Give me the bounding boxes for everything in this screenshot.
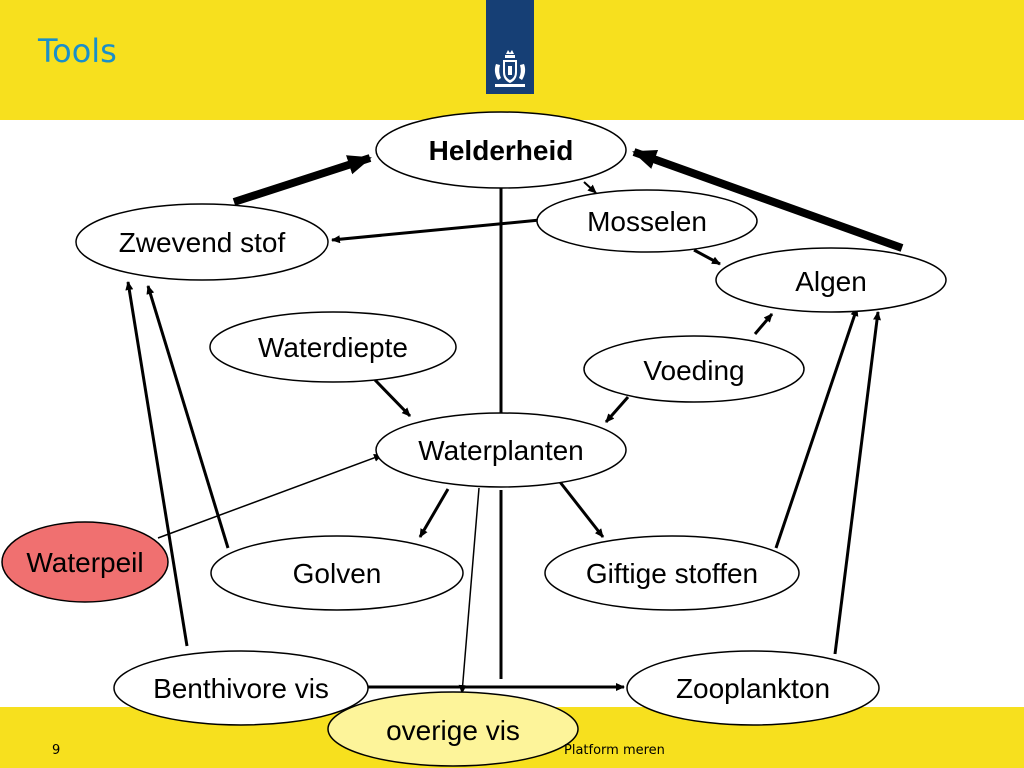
node-voeding-label: Voeding [643, 355, 744, 386]
node-waterpeil: Waterpeil [1, 521, 169, 603]
node-giftige-stoffen: Giftige stoffen [544, 535, 800, 611]
logo [486, 0, 534, 94]
coat-of-arms-icon [494, 50, 526, 87]
edge-waterplanten-golven [418, 488, 450, 538]
node-benthivore-vis: Benthivore vis [113, 650, 369, 726]
edge-golven-zwevend [146, 285, 230, 549]
node-algen: Algen [715, 247, 947, 313]
node-zooplankton-label: Zooplankton [676, 673, 830, 704]
node-giftige-stoffen-label: Giftige stoffen [586, 558, 758, 589]
node-mosselen: Mosselen [536, 189, 758, 253]
node-waterpeil-label: Waterpeil [26, 547, 143, 578]
edge-voeding-algen [753, 313, 774, 335]
edge-voeding-waterplanten [604, 396, 630, 423]
node-golven: Golven [210, 535, 464, 611]
node-mosselen-label: Mosselen [587, 206, 707, 237]
edge-helderheid-mosselen [583, 181, 597, 194]
node-helderheid: Helderheid [375, 111, 627, 189]
node-helderheid-label: Helderheid [429, 135, 574, 166]
node-voeding: Voeding [583, 335, 805, 403]
page-title: Tools [38, 32, 117, 70]
edge-waterpeil-waterplanten [157, 454, 383, 539]
node-benthivore-vis-label: Benthivore vis [153, 673, 329, 704]
edge-waterplanten-giftige [558, 481, 605, 538]
node-waterdiepte-label: Waterdiepte [258, 332, 408, 363]
edge-mosselen-algen [693, 248, 721, 266]
node-zooplankton: Zooplankton [626, 650, 880, 726]
edge-benthivore-zwevend [125, 281, 189, 647]
edge-zooplankton-algen [833, 311, 881, 655]
node-zwevend-stof-label: Zwevend stof [119, 227, 286, 258]
edge-mosselen-zwevend [331, 218, 541, 244]
node-algen-label: Algen [795, 266, 867, 297]
node-waterplanten: Waterplanten [375, 412, 627, 488]
footer-label: Platform meren [564, 743, 665, 758]
edge-zwevend-helderheid [232, 154, 372, 206]
slide-number: 9 [52, 743, 61, 758]
node-overige-vis-label: overige vis [386, 715, 520, 746]
edge-waterplanten-overige [458, 487, 480, 694]
edge-waterdiepte-waterplanten [373, 378, 412, 418]
edge-giftige-algen [774, 307, 859, 549]
node-golven-label: Golven [293, 558, 382, 589]
edges [125, 148, 904, 694]
node-waterplanten-label: Waterplanten [418, 435, 584, 466]
node-overige-vis: overige vis [327, 691, 579, 767]
edge-algen-helderheid [632, 148, 904, 252]
node-waterdiepte: Waterdiepte [209, 311, 457, 383]
node-zwevend-stof: Zwevend stof [75, 203, 329, 281]
